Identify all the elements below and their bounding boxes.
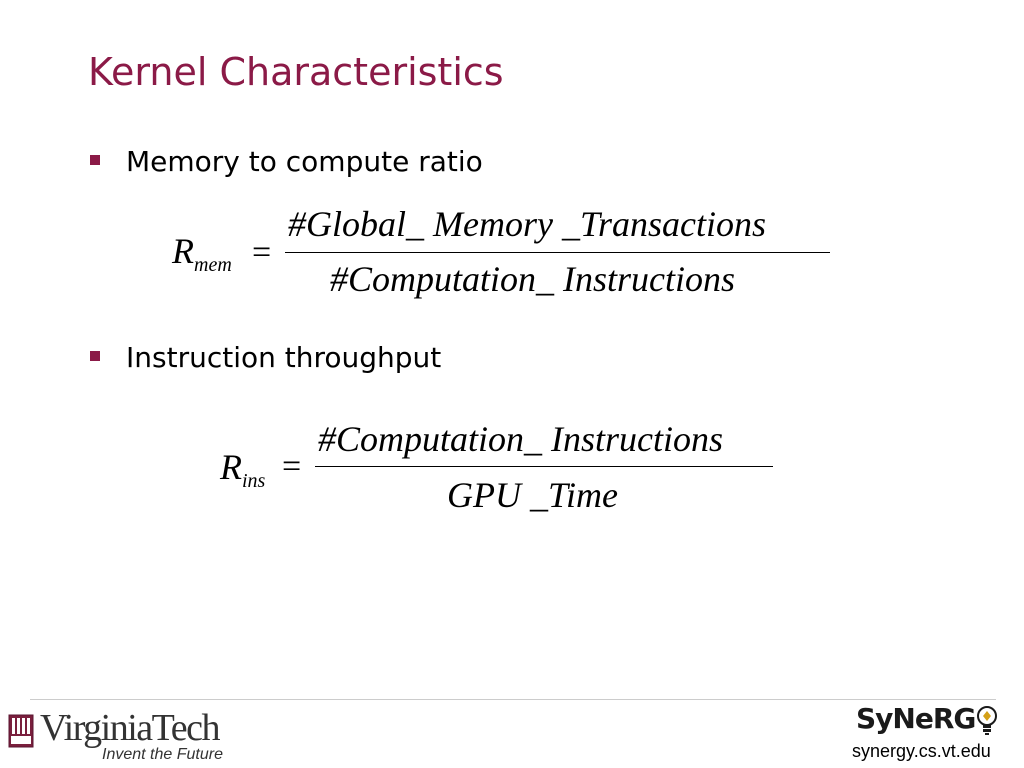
equation-symbol: R <box>220 447 242 487</box>
lightbulb-icon <box>977 706 997 735</box>
virginia-tech-logo: VirginiaTech Invent the Future <box>6 707 266 766</box>
bullet-text: Memory to compute ratio <box>126 145 483 178</box>
slide-title: Kernel Characteristics <box>88 50 504 94</box>
bullet-text: Instruction throughput <box>126 341 442 374</box>
fraction-bar <box>285 252 830 253</box>
bullet-marker <box>90 351 100 361</box>
footer-divider <box>30 699 996 700</box>
synergy-logo: SyNeRG <box>856 702 1006 742</box>
equation-numerator: #Global_ Memory _Transactions <box>288 204 767 244</box>
synergy-wordmark: SyNeRG <box>856 702 976 735</box>
equation-denominator: GPU _Time <box>447 475 618 515</box>
synergy-url: synergy.cs.vt.edu <box>852 741 991 761</box>
bullet-marker <box>90 155 100 165</box>
equation-lhs: Rmem <box>172 230 232 277</box>
vt-wordmark: VirginiaTech <box>40 707 220 749</box>
bullet-item-memory-ratio: Memory to compute ratio <box>90 145 590 181</box>
equation-operator: = <box>282 448 302 485</box>
vt-tagline: Invent the Future <box>102 746 223 763</box>
fraction-bar <box>315 466 773 467</box>
equation-denominator: #Computation_ Instructions <box>330 259 736 299</box>
bullet-item-instruction-throughput: Instruction throughput <box>90 341 590 377</box>
vt-shield-icon <box>8 714 34 748</box>
equation-subscript: ins <box>242 470 266 492</box>
equation-subscript: mem <box>194 254 232 276</box>
equation-lhs: Rins <box>220 446 265 493</box>
equation-symbol: R <box>172 231 194 271</box>
equation-operator: = <box>252 234 272 271</box>
equation-numerator: #Computation_ Instructions <box>318 419 724 459</box>
